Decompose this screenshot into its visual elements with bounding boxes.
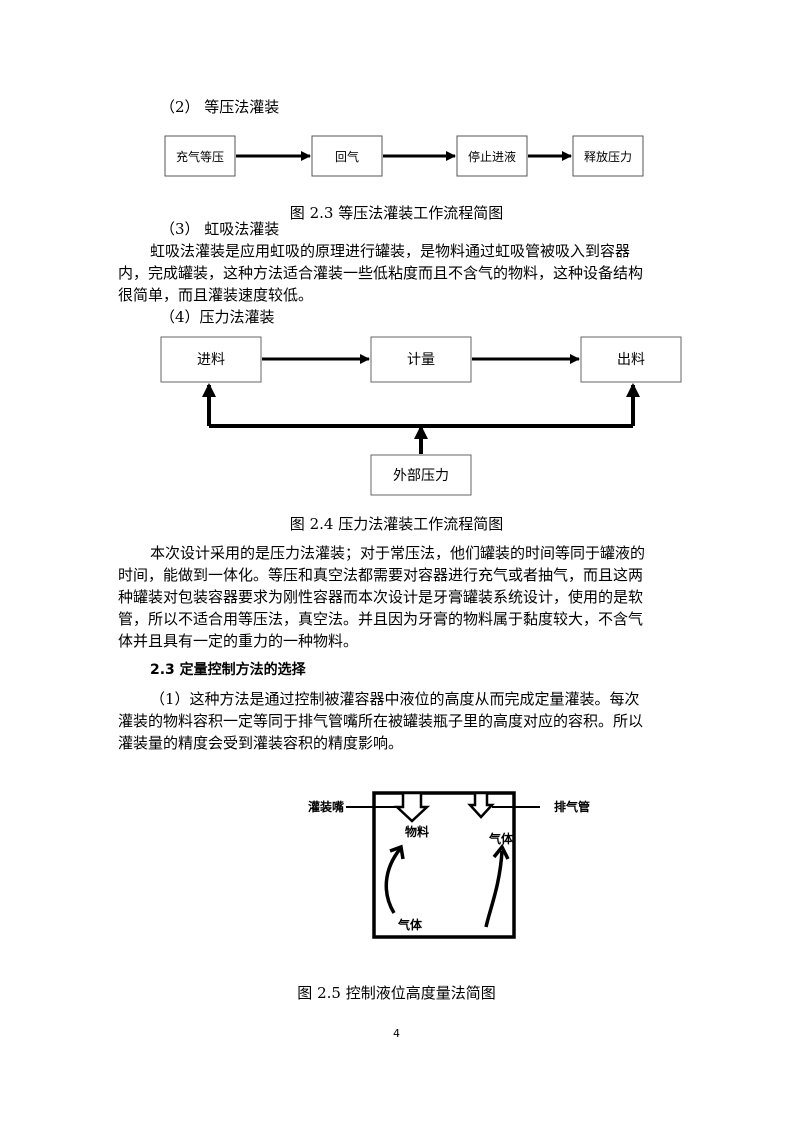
fig23-box-3 xyxy=(456,135,528,177)
figure-2-4-caption: 图 2.4 压力法灌装工作流程简图 xyxy=(289,515,504,533)
fig23-step-2: 回气 xyxy=(335,149,359,164)
fig25-container xyxy=(372,791,516,939)
figure-2-5-caption: 图 2.5 控制液位高度量法简图 xyxy=(297,984,496,1002)
fig24-label-in: 进料 xyxy=(197,352,225,368)
fig23-box-2 xyxy=(311,135,383,177)
fig25-vent-pipe xyxy=(467,791,495,819)
section-3-line-1: 虹吸法灌装是应用虹吸的原理进行罐装，是物料通过虹吸管被吸入到容器 xyxy=(150,242,631,260)
fig25-label-gas-bottom: 气体 xyxy=(397,917,423,932)
figure-2-3-caption: 图 2.3 等压法灌装工作流程简图 xyxy=(289,204,504,222)
fig25-gas-flow-left-head xyxy=(389,844,405,860)
fig24-box-out xyxy=(580,336,682,383)
figure-2-5-diagram: 灌装嘴 排气管 物料 气体 气体 xyxy=(307,791,590,939)
fig25-gas-flow-right-head xyxy=(492,843,510,860)
fig24-box-meter xyxy=(370,336,472,383)
method1-line-1: （1）这种方法是通过控制被灌容器中液位的高度从而完成定量灌装。每次 xyxy=(150,690,640,708)
page-number: 4 xyxy=(393,1027,400,1040)
figure-2-4-flowchart: 进料 计量 出料 外部压力 xyxy=(160,336,682,496)
paragraph-main-line-4: 管，所以不适合用等压法，真空法。并且因为牙膏的物料属于黏度较大，不含气 xyxy=(118,610,644,628)
fig23-box-1 xyxy=(164,135,236,177)
figure-2-3-flowchart: 充气等压 回气 停止进液 释放压力 xyxy=(164,135,644,177)
fig23-step-4: 释放压力 xyxy=(584,149,632,164)
section-3-heading: （3） 虹吸法灌装 xyxy=(160,220,280,238)
fig25-nozzle-arrow xyxy=(393,791,431,823)
fig25-gas-flow-left xyxy=(384,847,402,914)
paragraph-main-line-3: 种罐装对包装容器要求为刚性容器而本次设计是牙膏罐装系统设计，使用的是软 xyxy=(118,588,644,606)
fig23-box-4 xyxy=(572,135,644,177)
paragraph-main-line-2: 时间，能做到一体化。等压和真空法都需要对容器进行充气或者抽气，而且这两 xyxy=(118,566,644,584)
fig25-gas-flow-right xyxy=(484,850,504,928)
fig23-step-3: 停止进液 xyxy=(468,149,516,164)
fig23-step-1: 充气等压 xyxy=(176,149,224,164)
fig24-box-in xyxy=(160,336,262,383)
fig25-label-vent: 排气管 xyxy=(554,799,590,814)
fig25-label-material: 物料 xyxy=(405,824,429,839)
fig24-label-out: 出料 xyxy=(617,352,645,368)
section-2-3-heading: 2.3 定量控制方法的选择 xyxy=(150,662,306,678)
fig24-box-pressure xyxy=(370,454,472,496)
fig24-label-meter: 计量 xyxy=(407,352,435,368)
section-3-line-3: 很简单，而且灌装速度较低。 xyxy=(118,286,314,304)
section-4-heading: （4）压力法灌装 xyxy=(160,308,275,326)
method1-line-3: 灌装量的精度会受到灌装容积的精度影响。 xyxy=(118,734,404,752)
fig25-label-gas-right: 气体 xyxy=(488,831,514,846)
paragraph-main-line-5: 体并且具有一定的重力的一种物料。 xyxy=(118,632,359,650)
method1-line-2: 灌装的物料容积一定等同于排气管嘴所在被罐装瓶子里的高度对应的容积。所以 xyxy=(118,712,644,730)
fig24-label-pressure: 外部压力 xyxy=(393,468,449,484)
section-3-line-2: 内，完成罐装，这种方法适合灌装一些低粘度而且不含气的物料，这种设备结构 xyxy=(118,264,644,282)
paragraph-main-line-1: 本次设计采用的是压力法灌装；对于常压法，他们罐装的时间等同于罐液的 xyxy=(150,544,646,562)
fig25-label-nozzle: 灌装嘴 xyxy=(307,799,344,814)
section-2-heading: （2） 等压法灌装 xyxy=(160,98,280,116)
